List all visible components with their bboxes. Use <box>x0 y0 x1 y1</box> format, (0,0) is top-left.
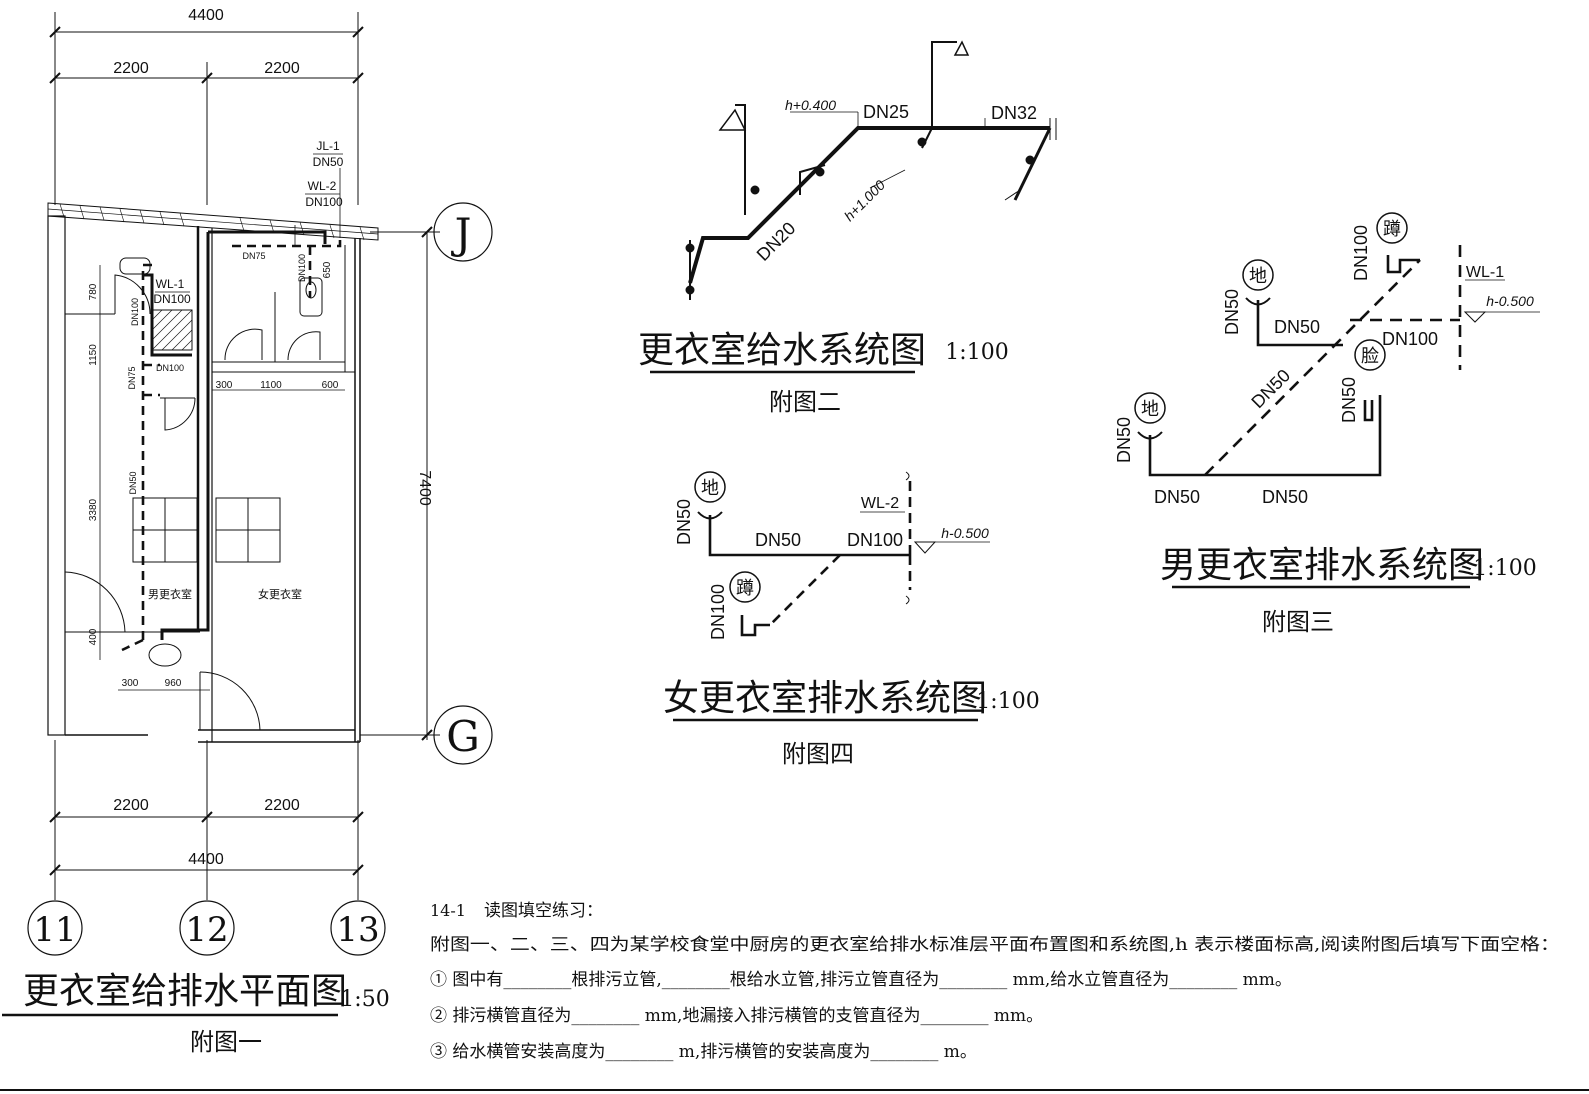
label-wl2: WL-2 <box>308 179 337 193</box>
dim-bot-a: 2200 <box>113 797 149 814</box>
men-drain-title: 男更衣室排水系统图 <box>1160 545 1484 586</box>
women-drain-caption: 附图四 <box>782 740 854 768</box>
supply-h1000: h+1.000 <box>841 177 889 225</box>
men-di-1: 地 <box>1141 399 1159 420</box>
label-men-room: 男更衣室 <box>148 587 192 601</box>
axis-label-j: J <box>451 209 472 258</box>
men-dn50-c: DN50 <box>1247 365 1294 412</box>
exercise-q3: ③ 给水横管安装高度为________ m,排污横管的安装高度为________… <box>430 1042 977 1062</box>
plan-title: 更衣室给排水平面图 <box>23 971 347 1012</box>
dim-960: 960 <box>165 678 182 689</box>
women-drain-title: 女更衣室排水系统图 <box>663 678 987 719</box>
label-dn100-c: DN100 <box>297 254 307 282</box>
dim-height: 7400 <box>416 470 433 506</box>
supply-caption: 附图二 <box>769 388 841 416</box>
axis-label-11: 11 <box>33 910 76 950</box>
dim-bot-b: 2200 <box>264 797 300 814</box>
women-h500: h-0.500 <box>941 525 989 541</box>
men-h500: h-0.500 <box>1486 293 1534 309</box>
women-dn100-a: DN100 <box>847 530 903 550</box>
men-dn50-f: DN50 <box>1154 487 1200 507</box>
dim-3380: 3380 <box>88 498 99 521</box>
label-wl2-dn: DN100 <box>305 195 343 209</box>
label-dn100-b: DN100 <box>156 363 184 373</box>
women-di: 地 <box>701 478 719 499</box>
men-drain-scale: 1:100 <box>1473 556 1536 581</box>
supply-scale: 1:100 <box>945 340 1008 365</box>
dim-780: 780 <box>88 283 99 300</box>
floor-plan <box>47 12 440 900</box>
axis-bubbles <box>27 202 493 956</box>
dim-400: 400 <box>88 628 99 645</box>
dim-half-b: 2200 <box>264 60 300 77</box>
plan-scale: 1:50 <box>340 987 389 1012</box>
dim-1150: 1150 <box>88 344 99 366</box>
men-dn50-e: DN50 <box>1114 417 1134 463</box>
supply-title: 更衣室给水系统图 <box>638 330 926 371</box>
exercise-q1: ① 图中有________根排污立管,________根给水立管,排污立管直径为… <box>430 970 1292 990</box>
supply-dn32: DN32 <box>991 103 1037 123</box>
axis-label-13: 13 <box>336 910 379 950</box>
dim-300-a: 300 <box>216 380 233 391</box>
label-jl1-dn: DN50 <box>313 155 344 169</box>
exercise-heading: 读图填空练习： <box>484 901 603 921</box>
men-dn50-d: DN50 <box>1339 377 1359 423</box>
men-dn50-a: DN50 <box>1222 289 1242 335</box>
dim-1100: 1100 <box>260 380 282 391</box>
men-dn50-g: DN50 <box>1262 487 1308 507</box>
dim-650: 650 <box>322 261 333 278</box>
label-wl1: WL-1 <box>156 277 185 291</box>
men-dun: 蹲 <box>1383 219 1401 240</box>
men-dn50-b: DN50 <box>1274 317 1320 337</box>
women-drain-diagram <box>694 471 990 637</box>
dim-300-b: 300 <box>122 678 139 689</box>
men-drain-caption: 附图三 <box>1262 608 1334 636</box>
dim-half-a: 2200 <box>113 60 149 77</box>
men-lian: 脸 <box>1361 346 1379 367</box>
axis-label-12: 12 <box>185 910 228 950</box>
label-wl1-dn: DN100 <box>153 292 191 306</box>
label-dn75-a: DN75 <box>242 251 265 261</box>
supply-system-diagram <box>685 40 1057 300</box>
women-drain-scale: 1:100 <box>976 689 1039 714</box>
men-di-2: 地 <box>1249 266 1267 287</box>
women-dun: 蹲 <box>736 578 754 599</box>
exercise-number: 14-1 <box>430 901 466 920</box>
men-dn100-b: DN100 <box>1382 329 1438 349</box>
supply-h400: h+0.400 <box>785 97 836 113</box>
women-dn50-b: DN50 <box>755 530 801 550</box>
label-dn50: DN50 <box>128 471 138 494</box>
dim-total-top: 4400 <box>188 7 224 24</box>
dim-total-bottom: 4400 <box>188 851 224 868</box>
women-dn100-b: DN100 <box>708 584 728 640</box>
exercise-intro: 附图一、二、三、四为某学校食堂中厨房的更衣室给排水标准层平面布置图和系统图,h … <box>430 935 1560 955</box>
dim-600: 600 <box>322 380 339 391</box>
supply-dn25: DN25 <box>863 102 909 122</box>
women-wl2: WL-2 <box>861 495 899 512</box>
axis-label-g: G <box>446 712 480 761</box>
label-jl1: JL-1 <box>316 139 340 153</box>
label-dn100-a: DN100 <box>130 298 140 326</box>
label-women-room: 女更衣室 <box>258 587 302 601</box>
men-wl1: WL-1 <box>1466 264 1504 281</box>
men-drain-diagram <box>1134 212 1540 477</box>
exercise-q2: ② 排污横管直径为________ mm,地漏接入排污横管的支管直径为_____… <box>430 1006 1043 1026</box>
men-dn100-a: DN100 <box>1351 225 1371 281</box>
plan-caption: 附图一 <box>190 1028 262 1056</box>
women-dn50-a: DN50 <box>674 499 694 545</box>
label-dn75-b: DN75 <box>127 366 137 389</box>
